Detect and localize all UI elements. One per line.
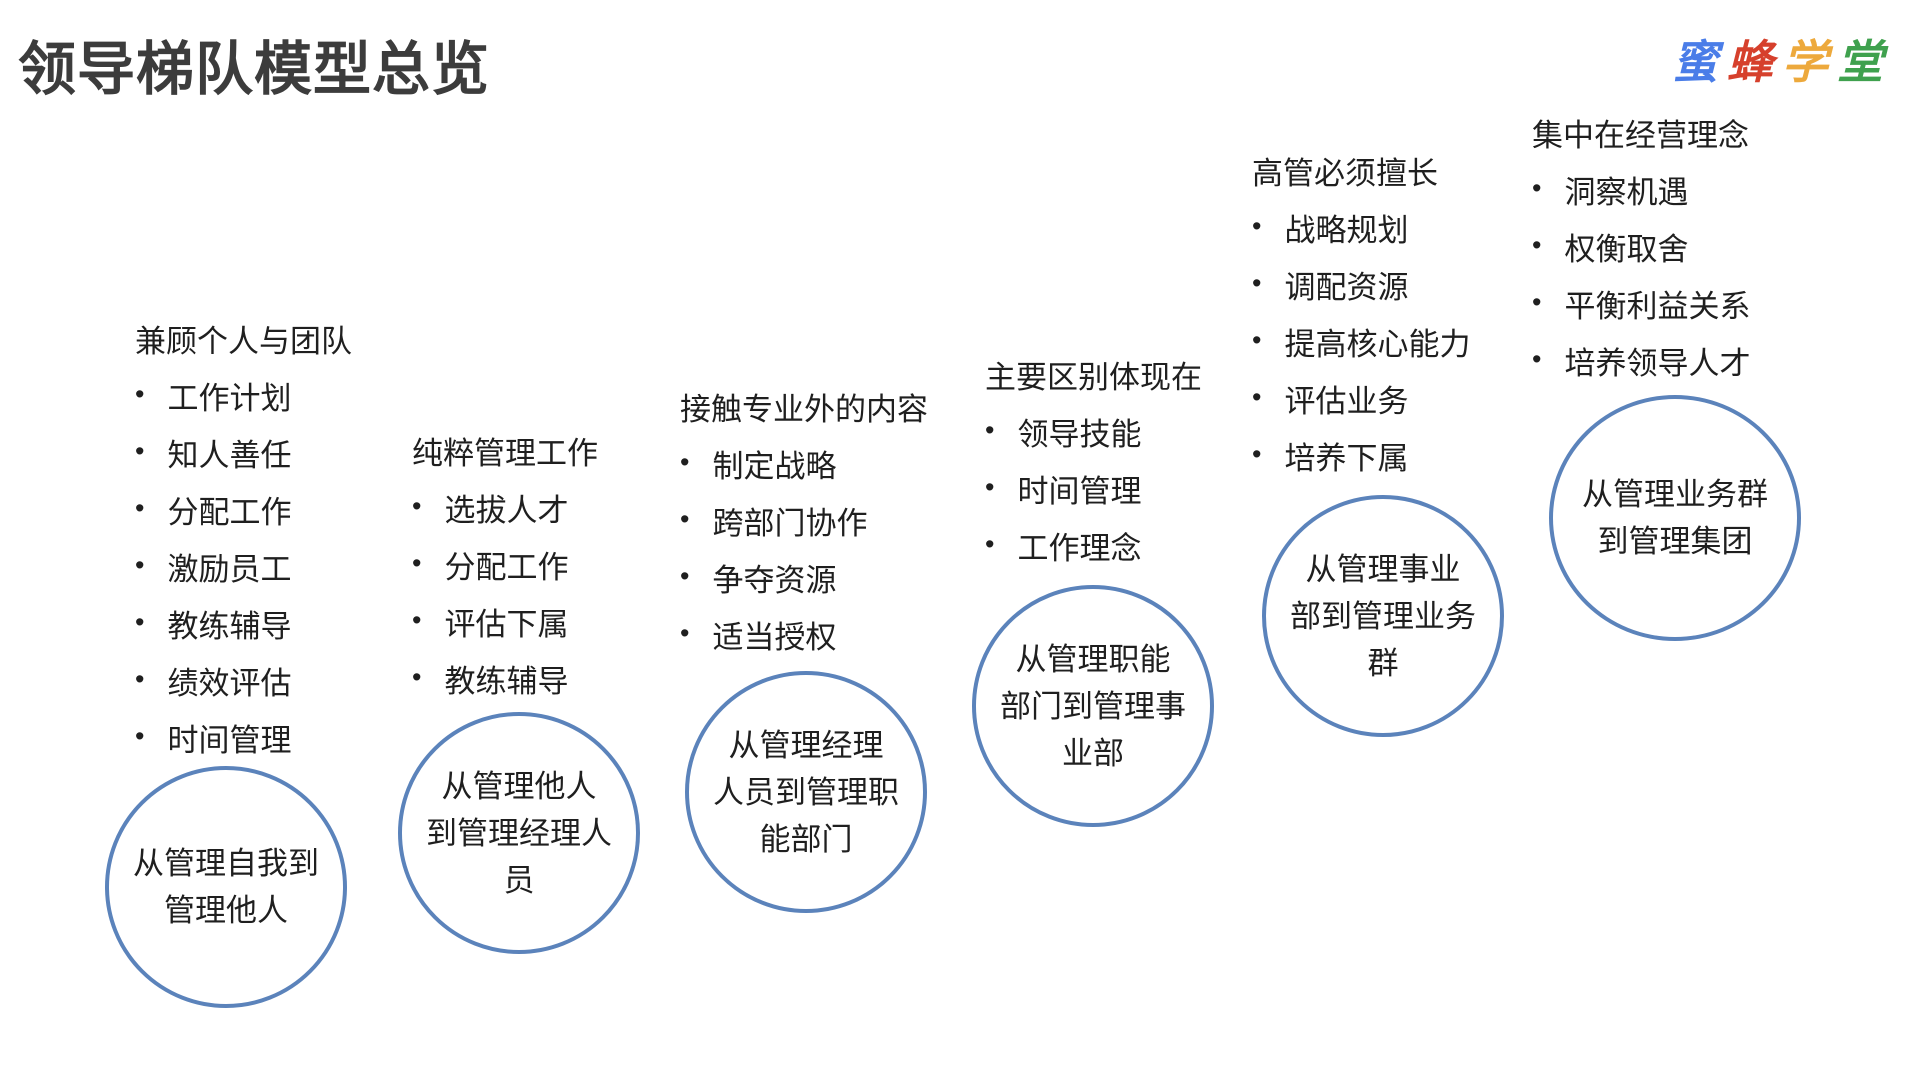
page-title: 领导梯队模型总览 (18, 37, 491, 102)
list-item: 教练辅导 (412, 650, 598, 707)
logo-char: 学 (1782, 37, 1837, 88)
list-item: 激励员工 (135, 538, 352, 595)
stage-2-list: 纯粹管理工作 选拔人才 分配工作 评估下属 教练辅导 (412, 422, 598, 707)
list-header: 兼顾个人与团队 (135, 324, 352, 359)
stage-transition-label: 从管理自我到 管理他人 (133, 846, 319, 928)
list-header: 高管必须擅长 (1252, 156, 1438, 191)
stage-transition-label: 从管理事业 部到管理业务 群 (1290, 551, 1476, 681)
stage-3-circle: 从管理经理 人员到管理职 能部门 (685, 671, 927, 913)
list-item: 时间管理 (135, 709, 352, 766)
list-item: 知人善任 (135, 424, 352, 481)
brand-logo: 蜜蜂学堂 (1672, 26, 1892, 92)
list-item: 培养领导人才 (1532, 332, 1750, 389)
list-item: 领导技能 (985, 403, 1202, 460)
list-item: 工作计划 (135, 367, 352, 424)
list-item: 战略规划 (1252, 199, 1470, 256)
stage-5-list: 高管必须擅长 战略规划 调配资源 提高核心能力 评估业务 培养下属 (1252, 142, 1470, 484)
list-item: 适当授权 (680, 606, 928, 663)
stage-1-list: 兼顾个人与团队 工作计划 知人善任 分配工作 激励员工 教练辅导 绩效评估 时间… (135, 310, 352, 766)
list-item: 制定战略 (680, 435, 928, 492)
stage-transition-label: 从管理职能 部门到管理事 业部 (1000, 641, 1186, 771)
stage-transition-label: 从管理他人 到管理经理人 员 (426, 768, 612, 898)
logo-char: 蜜 (1672, 37, 1727, 88)
list-item: 提高核心能力 (1252, 313, 1470, 370)
list-item: 评估业务 (1252, 370, 1470, 427)
list-item: 分配工作 (135, 481, 352, 538)
list-item: 争夺资源 (680, 549, 928, 606)
stage-6-circle: 从管理业务群 到管理集团 (1549, 395, 1801, 641)
list-item: 时间管理 (985, 460, 1202, 517)
stage-4-circle: 从管理职能 部门到管理事 业部 (972, 585, 1214, 827)
list-item: 培养下属 (1252, 427, 1470, 484)
list-item: 权衡取舍 (1532, 218, 1750, 275)
list-header: 纯粹管理工作 (412, 436, 598, 471)
list-item: 跨部门协作 (680, 492, 928, 549)
list-item: 调配资源 (1252, 256, 1470, 313)
stage-2-circle: 从管理他人 到管理经理人 员 (398, 712, 640, 954)
list-header: 接触专业外的内容 (680, 392, 928, 427)
stage-transition-label: 从管理经理 人员到管理职 能部门 (713, 727, 899, 857)
list-header: 主要区别体现在 (985, 360, 1202, 395)
stage-5-circle: 从管理事业 部到管理业务 群 (1262, 495, 1504, 737)
list-item: 教练辅导 (135, 595, 352, 652)
stage-1-circle: 从管理自我到 管理他人 (105, 766, 347, 1008)
list-item: 平衡利益关系 (1532, 275, 1750, 332)
logo-char: 堂 (1837, 37, 1892, 88)
list-header: 集中在经营理念 (1532, 118, 1749, 153)
logo-char: 蜂 (1727, 37, 1782, 88)
list-item: 评估下属 (412, 593, 598, 650)
list-item: 绩效评估 (135, 652, 352, 709)
stage-4-list: 主要区别体现在 领导技能 时间管理 工作理念 (985, 346, 1202, 574)
list-item: 工作理念 (985, 517, 1202, 574)
stage-3-list: 接触专业外的内容 制定战略 跨部门协作 争夺资源 适当授权 (680, 378, 928, 663)
list-item: 选拔人才 (412, 479, 598, 536)
list-item: 分配工作 (412, 536, 598, 593)
stage-6-list: 集中在经营理念 洞察机遇 权衡取舍 平衡利益关系 培养领导人才 (1532, 104, 1750, 389)
list-item: 洞察机遇 (1532, 161, 1750, 218)
stage-transition-label: 从管理业务群 到管理集团 (1582, 477, 1768, 559)
